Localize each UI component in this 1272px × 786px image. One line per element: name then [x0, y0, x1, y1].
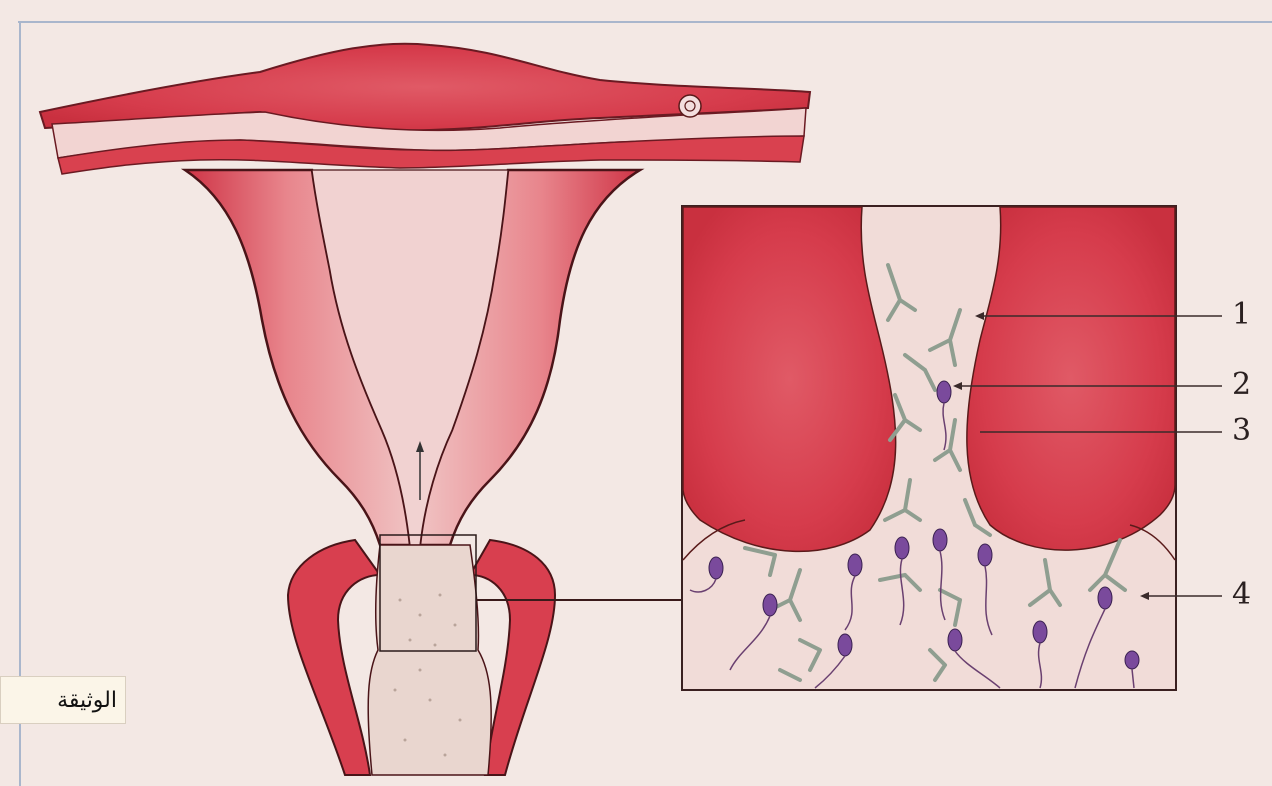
vaginal-canal — [368, 545, 491, 775]
inset-tissue-right — [967, 207, 1175, 550]
document-caption: الوثيقة — [0, 676, 126, 724]
cervix-fold-left — [288, 540, 380, 775]
inset-view — [682, 206, 1222, 690]
label-4: 4 — [1232, 580, 1251, 610]
label-3: 3 — [1232, 416, 1251, 446]
label-2: 2 — [1232, 370, 1251, 400]
label-1: 1 — [1232, 300, 1251, 330]
ovum — [679, 95, 701, 117]
